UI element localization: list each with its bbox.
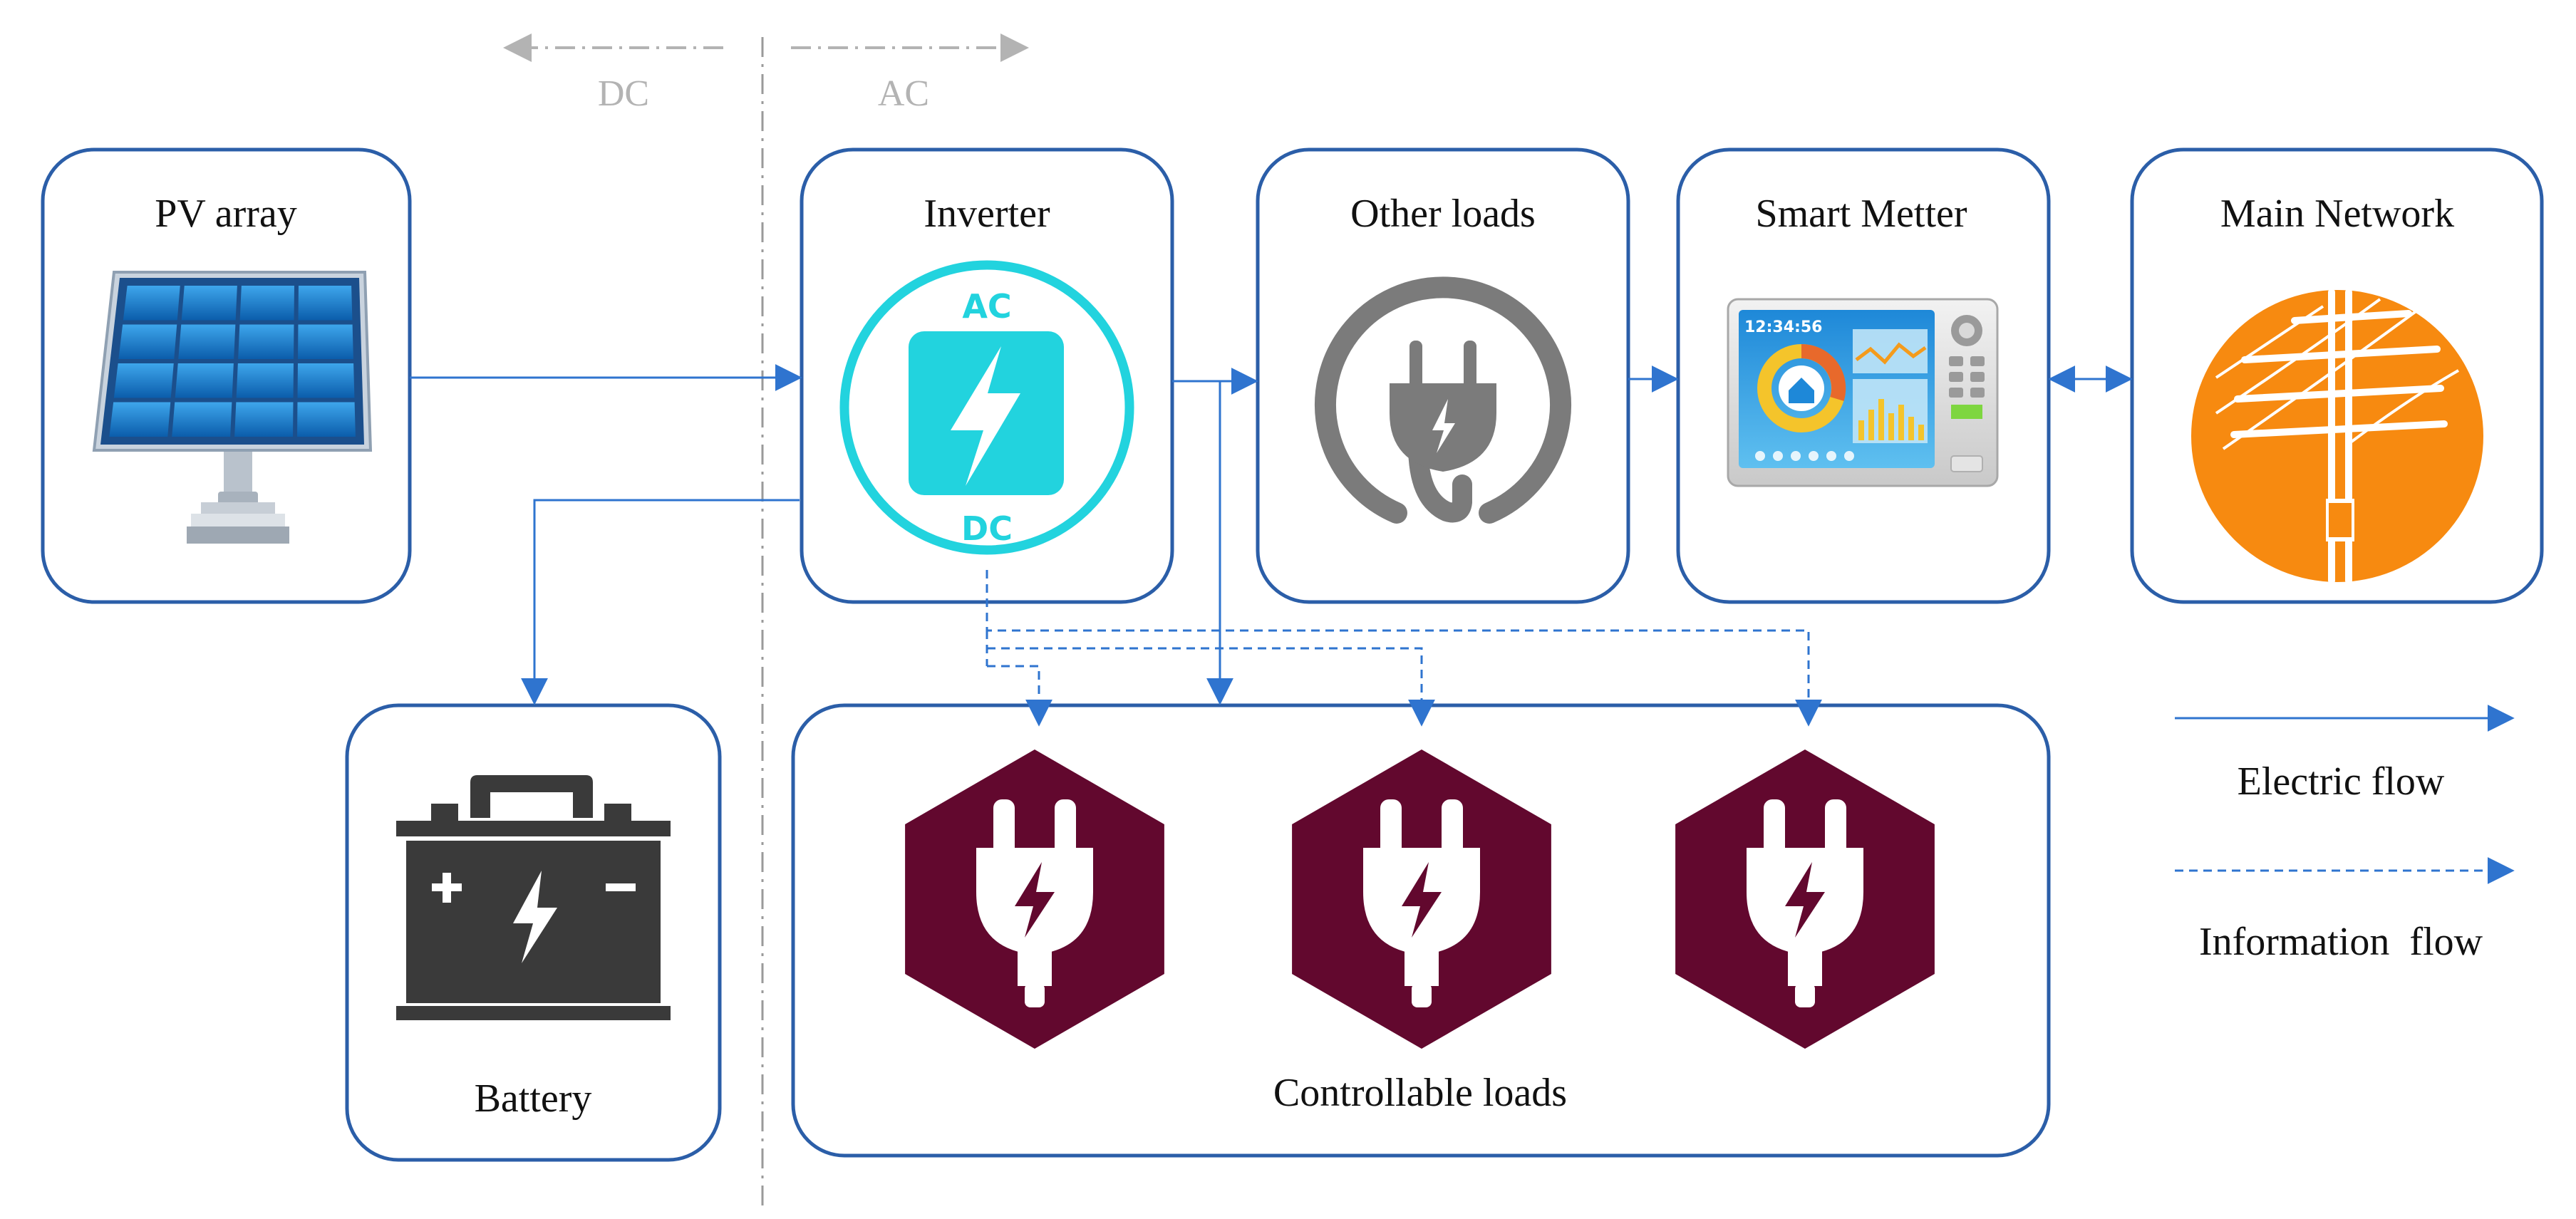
solar-cell <box>239 286 294 321</box>
legend-information-label: Information flow <box>2199 920 2483 964</box>
battery-node: Battery <box>345 703 722 1162</box>
other-loads-label: Other loads <box>1350 192 1536 236</box>
controllable-loads-label: Controllable loads <box>1273 1071 1567 1115</box>
hexagon-plug-icon <box>1292 749 1551 1049</box>
solar-cell <box>181 286 237 321</box>
smart-meter-node: Smart Metter 12:34:56 <box>1676 147 2051 604</box>
lightning-icon <box>951 346 1020 486</box>
inverter-node: Inverter AC DC <box>800 147 1174 604</box>
pv-array-node: PV array <box>41 147 412 604</box>
legend-electric-label: Electric flow <box>2238 759 2445 804</box>
meter-clock: 12:34:56 <box>1744 318 1822 336</box>
controllable-loads-node: Controllable loads <box>791 703 2051 1158</box>
solar-cell <box>178 324 236 359</box>
other-loads-node: Other loads <box>1256 147 1630 604</box>
legend: Electric flow Information flow <box>2175 705 2515 964</box>
battery-lightning-icon <box>513 871 557 963</box>
solar-cell <box>118 324 177 359</box>
solar-panel-icon <box>92 271 373 544</box>
plug-icon <box>1315 276 1571 524</box>
electric-flows <box>410 364 2133 705</box>
info-to-load-3 <box>986 570 1822 727</box>
hexagon-plug-icon <box>1675 749 1935 1049</box>
main-network-node: Main Network <box>2130 147 2544 604</box>
solar-cell <box>298 286 353 321</box>
minus-icon <box>606 883 636 891</box>
info-to-load-2 <box>987 647 1435 727</box>
pv-array-label: PV array <box>155 192 297 236</box>
hexagon-plug-icon <box>905 749 1164 1049</box>
solar-cell <box>238 324 294 359</box>
solar-cell <box>123 286 180 321</box>
controllable-load-icons <box>905 749 1935 1049</box>
solar-cell <box>113 363 174 398</box>
inverter-ac-text: AC <box>962 287 1011 326</box>
inverter-icon: AC DC <box>839 260 1134 555</box>
inverter-label: Inverter <box>924 192 1050 236</box>
solar-cell <box>236 363 294 398</box>
power-pole-icon <box>2191 289 2483 584</box>
smart-meter-label: Smart Metter <box>1755 192 1967 236</box>
solar-cell <box>298 324 353 359</box>
info-to-load-1 <box>987 665 1052 727</box>
solar-cell <box>109 402 171 437</box>
solar-cell <box>175 363 234 398</box>
dc-ac-header: DC AC <box>503 33 1029 1211</box>
solar-cell <box>297 402 356 437</box>
battery-icon <box>396 775 671 1020</box>
solar-cell <box>234 402 294 437</box>
dc-label: DC <box>598 73 649 114</box>
main-network-label: Main Network <box>2220 192 2454 236</box>
battery-label: Battery <box>475 1077 592 1121</box>
information-flows <box>986 570 1822 727</box>
solar-cell <box>297 363 355 398</box>
ac-label: AC <box>878 73 929 114</box>
flow-inverter-battery <box>521 499 800 705</box>
solar-cell <box>172 402 232 437</box>
smart-meter-icon: 12:34:56 <box>1727 298 1999 487</box>
inverter-dc-text: DC <box>961 509 1013 548</box>
